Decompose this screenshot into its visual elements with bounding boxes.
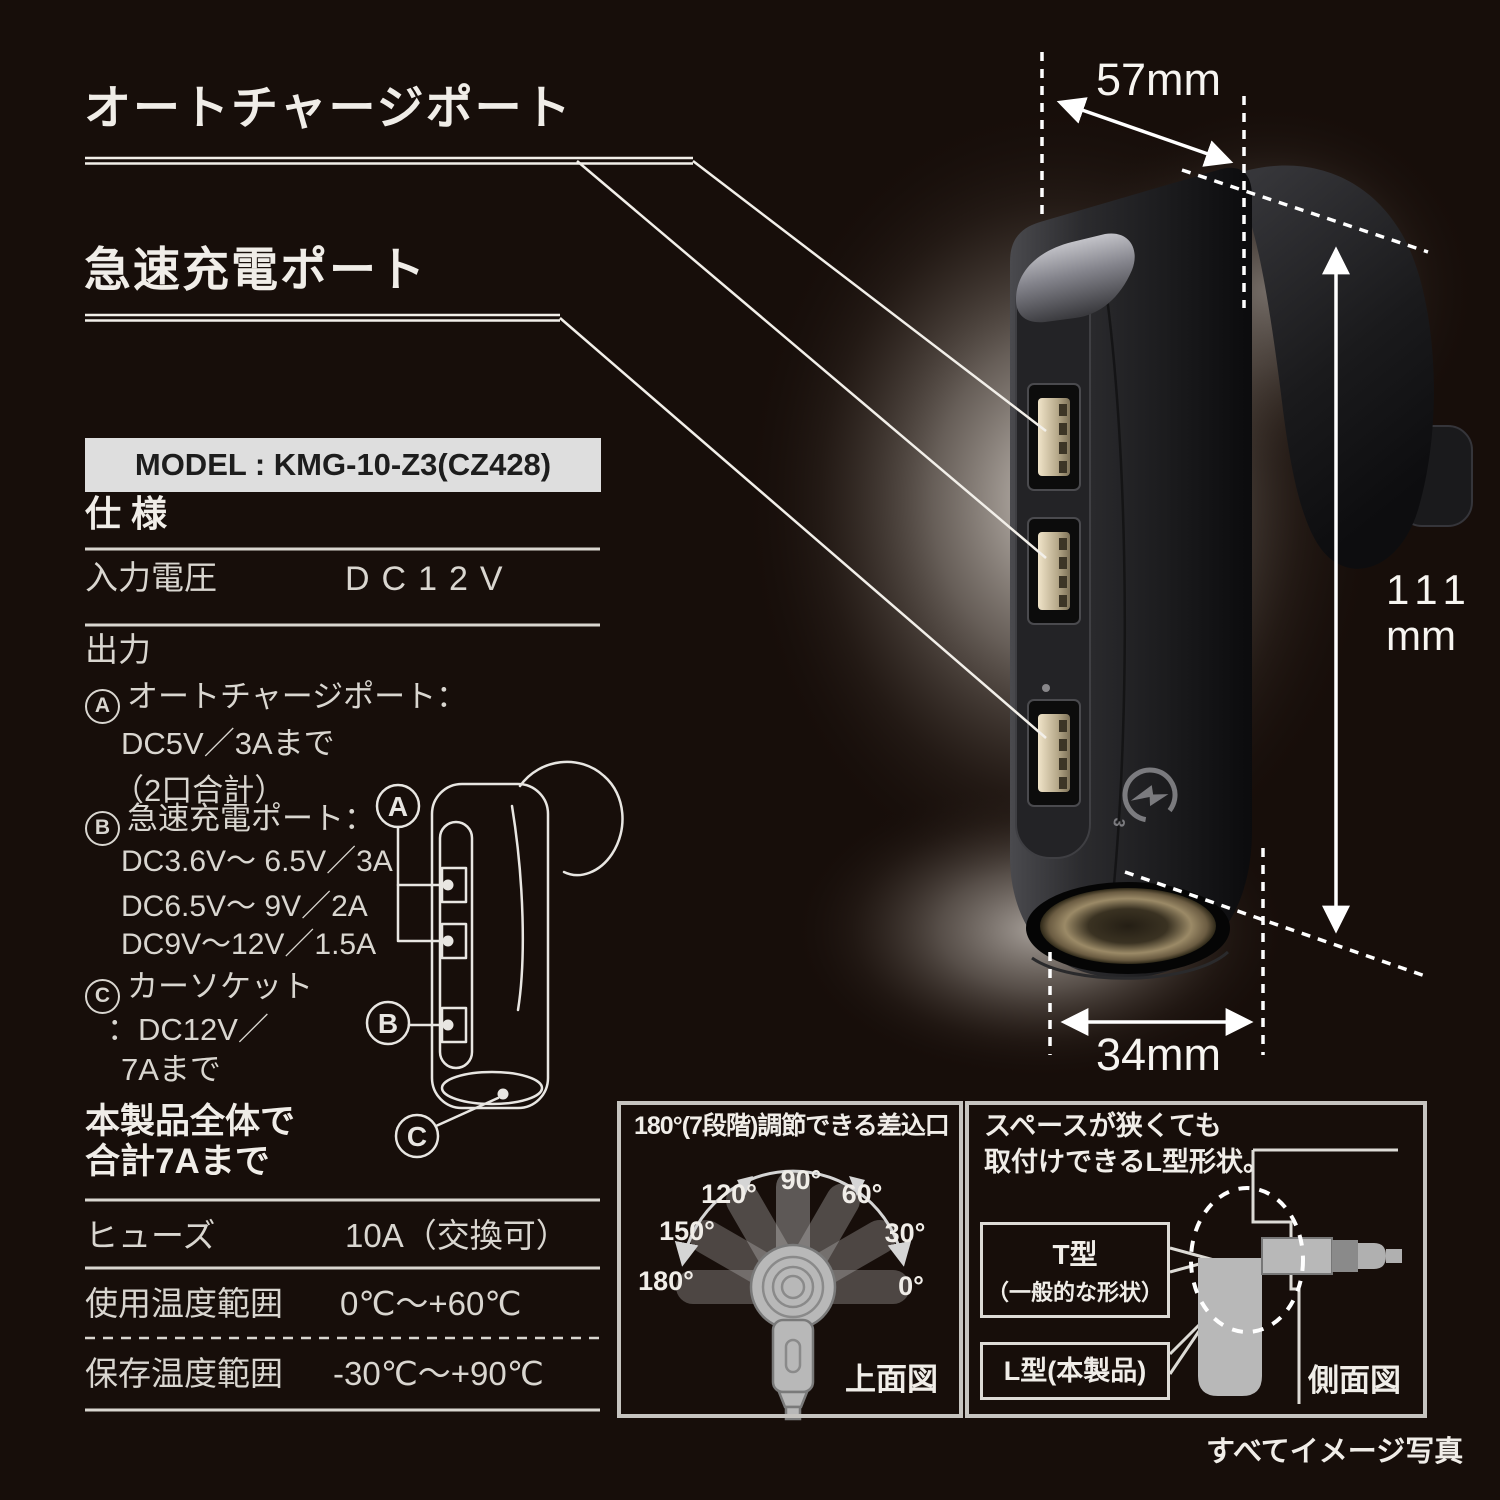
quick-charge-port-label: 急速充電ポート — [84, 243, 427, 296]
fuse-value: 10A（交換可） — [345, 1217, 569, 1254]
leader-auto-port-2 — [576, 160, 1047, 559]
highlight-dashed-circle — [1189, 1186, 1305, 1334]
output-a-line-1: DC5V／3Aまで — [121, 726, 335, 761]
leader-quick-port — [559, 317, 1047, 739]
output-b-badge: B — [85, 811, 120, 846]
dimension-111-unit: mm — [1386, 612, 1456, 659]
l-shape-title-line-2: 取付けできるL型形状。 — [984, 1147, 1270, 1177]
side-view-label: 側面図 — [1308, 1363, 1401, 1398]
output-b-line-2: DC6.5V～ 9V／2A — [121, 890, 368, 923]
model-number-box: MODEL : KMG-10-Z3(CZ428) — [85, 438, 601, 492]
rotation-fan-diagram — [674, 1169, 912, 1421]
output-a-badge: A — [85, 689, 120, 724]
output-a-line-2: （2口合計） — [113, 773, 286, 808]
t-type-box: T型 （一般的な形状） — [980, 1222, 1170, 1318]
total-note-line-2: 合計7Aまで — [85, 1142, 270, 1181]
plug-top-view — [749, 1243, 837, 1421]
store-temp-value: -30℃～+90℃ — [333, 1355, 544, 1392]
badge-b-circle — [365, 1000, 411, 1046]
product-photo: 3 — [740, 100, 1480, 1080]
output-a-title: オートチャージポート： — [127, 679, 468, 714]
svg-text:3: 3 — [1109, 816, 1127, 828]
port-outline-diagram: A B C — [365, 760, 624, 1159]
spec-input-value: DC12V — [345, 560, 515, 598]
hook-outline — [518, 760, 624, 877]
spec-input-label: 入力電圧 — [85, 559, 217, 596]
output-c-line-1: ：DC12V／ — [107, 1012, 269, 1047]
arrow-57mm — [1056, 97, 1234, 167]
badge-c-letter: C — [407, 1121, 427, 1152]
total-note-line-1: 本製品全体で — [85, 1102, 296, 1141]
usb-port-2 — [1027, 517, 1081, 625]
l-shape-diagram — [1168, 1148, 1402, 1404]
dimension-111: 111 — [1386, 566, 1474, 613]
rotation-panel — [617, 1101, 963, 1418]
body-seam — [1096, 239, 1127, 906]
usb-port-1 — [1027, 383, 1081, 491]
chrome-trim — [1016, 233, 1135, 323]
t-type-line-1: T型 — [1052, 1239, 1098, 1270]
l-shape-panel — [965, 1101, 1427, 1418]
dimension-annotations — [1040, 52, 1429, 1055]
output-c-badge: C — [85, 979, 120, 1014]
rotation-arc — [674, 1169, 912, 1267]
output-b-line-1: DC3.6V～ 6.5V／3A — [121, 845, 393, 878]
badge-a-letter: A — [388, 791, 408, 822]
output-c-line-2: 7Aまで — [121, 1052, 221, 1087]
degree-label-150: 150° — [659, 1215, 715, 1246]
usb-port-3 — [1027, 699, 1081, 807]
badge-c-circle — [394, 1113, 440, 1159]
car-socket — [1026, 882, 1230, 980]
output-b-line-3: DC9V～12V／1.5A — [121, 928, 377, 961]
leader-auto-port-1 — [692, 160, 1047, 432]
badge-b-letter: B — [378, 1008, 398, 1039]
led-dot — [1042, 684, 1050, 692]
t-type-line-2: （一般的な形状） — [986, 1280, 1163, 1305]
degree-label-30: 30° — [884, 1217, 926, 1248]
output-heading: 出力 — [85, 631, 151, 668]
rotation-panel-title: 180°(7段階)調節できる差込口 — [634, 1112, 950, 1140]
use-temp-label: 使用温度範囲 — [85, 1285, 283, 1322]
callout-lines — [85, 156, 1047, 739]
degree-label-0: 0° — [898, 1270, 924, 1301]
spec-title: 仕 様 — [85, 493, 168, 534]
store-temp-label: 保存温度範囲 — [85, 1355, 283, 1392]
top-view-label: 上面図 — [845, 1362, 938, 1397]
degree-label-90: 90° — [780, 1164, 822, 1195]
output-c-title: カーソケット — [127, 969, 313, 1004]
dimension-34mm: 34mm — [1096, 1029, 1222, 1080]
l-shape-plug — [1198, 1237, 1402, 1396]
degree-label-120: 120° — [701, 1178, 757, 1209]
quick-charge-3-logo-icon: 3 — [1109, 767, 1178, 828]
l-type-box: L型(本製品) — [980, 1342, 1170, 1400]
output-b-title: 急速充電ポート： — [127, 801, 375, 836]
fuse-label: ヒューズ — [85, 1217, 216, 1254]
degree-label-60: 60° — [841, 1178, 883, 1209]
auto-charge-port-label: オートチャージポート — [84, 81, 573, 134]
dimension-57mm: 57mm — [1096, 54, 1222, 105]
use-temp-value: 0℃～+60℃ — [340, 1285, 522, 1322]
l-shape-title-line-1: スペースが狭くても — [984, 1111, 1222, 1141]
degree-label-180: 180° — [638, 1265, 694, 1296]
footer-note: すべてイメージ写真 — [1206, 1436, 1464, 1468]
